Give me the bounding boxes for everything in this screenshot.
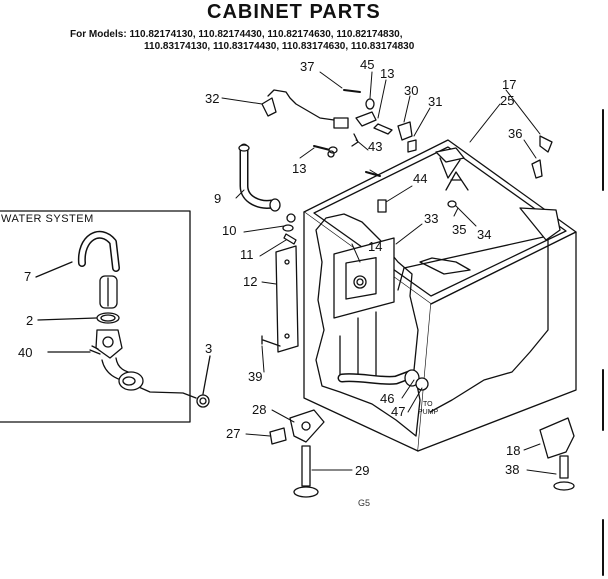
callout-40: 40 <box>18 345 33 360</box>
callout-34: 34 <box>477 227 492 242</box>
cabinet <box>303 139 577 452</box>
callout-7: 7 <box>24 269 32 284</box>
callout-25: 25 <box>500 93 515 108</box>
callout-13-left: 13 <box>292 161 307 176</box>
callout-43: 43 <box>368 139 383 154</box>
part-9-tube <box>238 143 281 212</box>
callout-9: 9 <box>214 191 222 206</box>
leader-3 <box>202 355 211 395</box>
leader-2 <box>37 317 97 321</box>
callout-2: 2 <box>26 313 34 328</box>
callout-38: 38 <box>505 462 520 477</box>
callout-35: 35 <box>452 222 467 237</box>
part-12-bracket <box>275 245 299 353</box>
to-label: TO <box>423 401 433 408</box>
leader-7 <box>35 261 73 278</box>
callout-10: 10 <box>222 223 237 238</box>
callout-13-top: 13 <box>380 66 395 81</box>
callout-12: 12 <box>243 274 258 289</box>
callout-33: 33 <box>424 211 439 226</box>
callout-30: 30 <box>404 83 419 98</box>
models-line-2: 110.83174130, 110.83174430, 110.83174630… <box>144 41 415 52</box>
pump-label: PUMP <box>418 409 439 416</box>
callout-46: 46 <box>380 391 395 406</box>
model-list: For Models: 110.82174130, 110.82174430, … <box>70 29 590 53</box>
callout-28: 28 <box>252 402 267 417</box>
callout-39: 39 <box>248 369 263 384</box>
callout-17: 17 <box>502 77 517 92</box>
part-32-harness <box>261 89 349 129</box>
callout-36: 36 <box>508 126 523 141</box>
callout-14: 14 <box>368 239 383 254</box>
callout-31: 31 <box>428 94 443 109</box>
diagram-code: G5 <box>358 498 371 508</box>
water-system-label: WATER SYSTEM <box>1 213 94 225</box>
leader-lines <box>221 71 557 475</box>
callout-11: 11 <box>240 247 254 262</box>
callout-18: 18 <box>506 443 521 458</box>
callout-37: 37 <box>300 59 315 74</box>
callout-47: 47 <box>391 404 406 419</box>
water-system-inset <box>0 210 210 423</box>
models-prefix: For Models: <box>70 29 127 40</box>
callout-32: 32 <box>205 91 220 106</box>
page-title: CABINET PARTS <box>207 1 381 23</box>
callout-45: 45 <box>360 57 375 72</box>
callout-27: 27 <box>226 426 241 441</box>
models-line-1: 110.82174130, 110.82174430, 110.82174630… <box>129 29 403 40</box>
callout-3: 3 <box>205 341 213 356</box>
callout-44: 44 <box>413 171 428 186</box>
callout-29: 29 <box>355 463 370 478</box>
